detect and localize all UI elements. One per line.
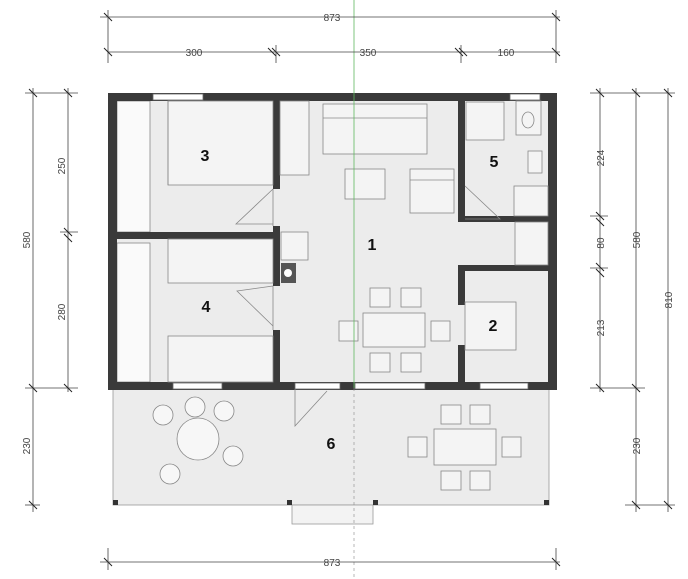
sofa	[322, 103, 428, 155]
dim-right-580: 580	[632, 231, 643, 248]
bottom-dimensions	[100, 548, 561, 570]
dim-bottom-total: 873	[324, 558, 341, 569]
windows	[152, 93, 541, 390]
dim-top-total: 873	[324, 13, 341, 24]
closet-2	[514, 221, 549, 266]
boiler	[513, 185, 549, 217]
room-3-label: 3	[201, 148, 210, 165]
room-5-label: 5	[490, 154, 499, 171]
dim-right-810: 810	[664, 291, 675, 308]
dim-left-lower: 280	[57, 303, 68, 320]
dim-left-total: 580	[22, 231, 33, 248]
right-dimensions	[590, 88, 675, 512]
stove	[280, 231, 309, 261]
dim-left-upper: 250	[57, 157, 68, 174]
terrace-posts	[113, 500, 549, 505]
room-6-label: 6	[327, 436, 336, 453]
wardrobe-4	[116, 242, 151, 383]
doors	[234, 185, 502, 428]
dim-left-terrace: 230	[22, 437, 33, 454]
desk-2	[464, 301, 517, 351]
cabinet	[279, 100, 310, 176]
coffee-table	[344, 168, 386, 200]
room-4-label: 4	[202, 299, 211, 316]
dim-right-terrace: 230	[632, 437, 643, 454]
bed-4a	[167, 238, 274, 284]
dining-set-1	[338, 287, 451, 373]
dim-right-lower: 213	[596, 319, 607, 336]
chimney-flue	[284, 269, 292, 277]
left-dimensions	[25, 88, 78, 512]
room-1-label: 1	[368, 237, 377, 254]
shower	[465, 101, 505, 141]
dim-right-upper: 224	[596, 149, 607, 166]
sink	[527, 150, 543, 174]
bed-3	[167, 100, 274, 186]
dim-right-mid: 80	[596, 237, 607, 249]
room-2-label: 2	[489, 318, 498, 335]
dim-top-left: 300	[186, 48, 203, 59]
terrace-seating-round	[152, 396, 244, 485]
terrace-dining-set	[407, 404, 522, 491]
dim-top-mid: 350	[360, 48, 377, 59]
wardrobe-3	[116, 100, 151, 233]
terrace-step	[291, 504, 374, 525]
dim-top-right: 160	[498, 48, 515, 59]
armchair	[409, 168, 455, 214]
bed-4b	[167, 335, 274, 383]
top-dimensions	[100, 10, 561, 63]
toilet	[515, 100, 542, 136]
